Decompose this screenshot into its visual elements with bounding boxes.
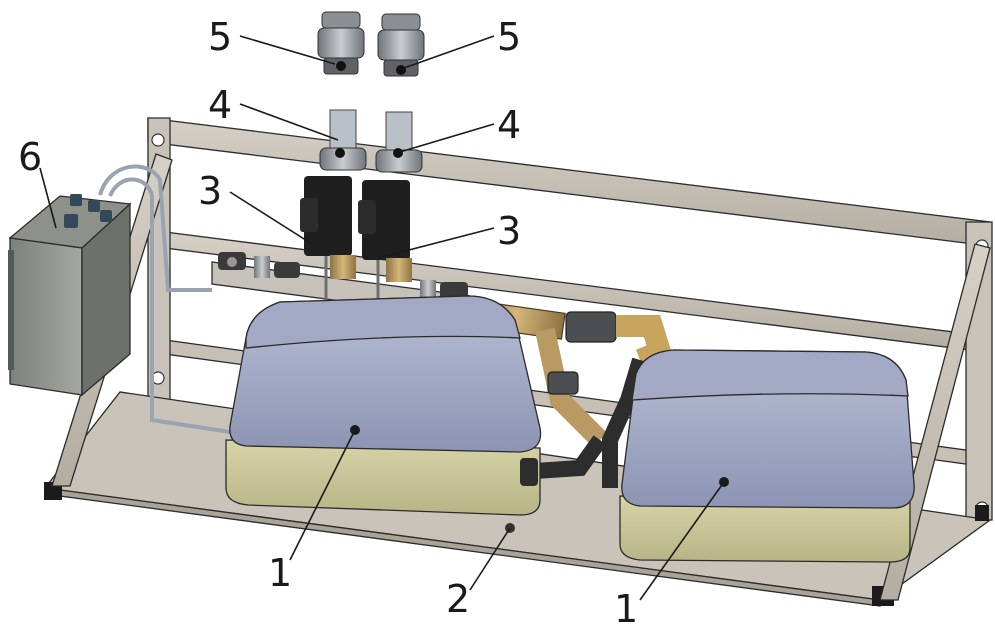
callout-4-right: 4 <box>497 103 521 147</box>
callout-5-right: 5 <box>497 15 521 59</box>
pump-right <box>619 349 915 563</box>
callout-3-right: 3 <box>497 209 521 253</box>
connector-right <box>377 13 425 77</box>
callout-5-left: 5 <box>208 15 232 59</box>
callout-labels: 5 5 4 4 3 3 6 1 2 1 <box>18 15 638 628</box>
connector-left <box>317 11 365 75</box>
valve-assembly-left <box>300 109 367 279</box>
valve-assembly-right <box>358 111 423 282</box>
callout-3-left: 3 <box>198 169 222 213</box>
callout-1-left: 1 <box>268 551 292 595</box>
callout-6: 6 <box>18 135 42 179</box>
callout-4-left: 4 <box>208 83 232 127</box>
callout-1-right: 1 <box>614 587 638 628</box>
callout-2: 2 <box>446 577 470 621</box>
control-box <box>8 194 132 397</box>
leader-lines <box>39 35 725 601</box>
pump-left <box>225 295 542 516</box>
